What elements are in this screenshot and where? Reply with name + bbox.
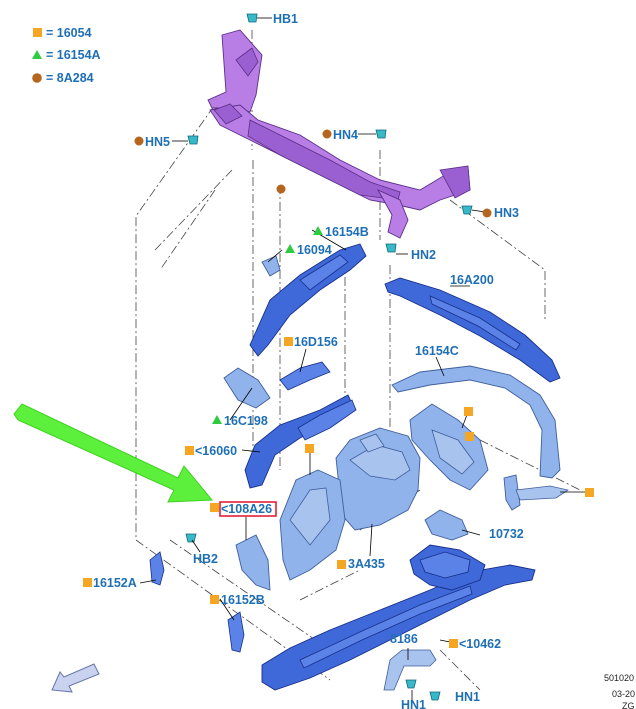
legend-triangle-text: = 16154A — [46, 48, 101, 62]
label-hn5: HN5 — [145, 135, 170, 149]
bracket-16d156 — [279, 361, 331, 391]
triangle-marker-16094 — [285, 244, 295, 253]
frame-rail-lower — [261, 544, 536, 691]
label-8186: 8186 — [390, 632, 418, 646]
label-16152a: 16152A — [93, 576, 137, 590]
bolt-hn2-icon — [385, 243, 397, 253]
square-marker-3a435 — [337, 560, 346, 569]
bracket-16094 — [261, 255, 281, 277]
square-marker-left-apron — [305, 444, 314, 453]
triangle-marker-16c198 — [212, 415, 222, 424]
label-16094: 16094 — [297, 243, 332, 257]
legend-square-text: = 16054 — [46, 26, 92, 40]
drawing-code-line3: ZG — [622, 701, 635, 709]
drawing-code-line1: 501020 — [604, 673, 634, 683]
label-10732: 10732 — [489, 527, 524, 541]
label-16154b: 16154B — [325, 225, 369, 239]
square-marker-108a26 — [210, 503, 219, 512]
square-marker-16152a — [83, 578, 92, 587]
bolt-hb2-icon — [185, 533, 197, 543]
square-marker-16152b — [210, 595, 219, 604]
circle-marker-hn3 — [482, 208, 492, 218]
circle-marker-hn4 — [322, 129, 332, 139]
bracket-16152b — [227, 611, 245, 653]
part-labels: HB1 HN5 HN4 HN3 16154B 16094 HN2 16A200 … — [93, 12, 524, 709]
square-marker-apron-upper — [464, 407, 473, 416]
legend-triangle-marker — [32, 50, 42, 59]
bracket-10732 — [424, 509, 469, 541]
label-hn2: HN2 — [411, 248, 436, 262]
drawing-code-line2: 03-20 — [612, 689, 635, 699]
leader-lines — [139, 17, 586, 706]
rail-16154c — [391, 365, 561, 479]
label-16152b: 16152B — [221, 593, 265, 607]
label-16c198: 16C198 — [224, 414, 268, 428]
square-marker-10462 — [449, 639, 458, 648]
wheelhouse-3a435 — [335, 427, 421, 531]
label-108a26: <108A26 — [221, 502, 272, 516]
bracket-right-lower — [503, 474, 570, 511]
bolt-hn1-left-icon — [405, 679, 417, 689]
label-hn1-right: HN1 — [455, 690, 480, 704]
legend-square-marker — [33, 28, 42, 37]
radiator-support-upper — [207, 29, 471, 239]
label-16060: <16060 — [195, 444, 237, 458]
label-16a200: 16A200 — [450, 273, 494, 287]
label-hn3: HN3 — [494, 206, 519, 220]
bolt-hn3-icon — [461, 205, 473, 215]
apron-right-inner — [409, 403, 489, 491]
square-marker-right — [585, 488, 594, 497]
panel-shotgun-upper — [297, 399, 357, 441]
bolt-hn4-icon — [375, 129, 387, 139]
front-direction-arrow-icon — [51, 663, 100, 693]
square-marker-16d156 — [284, 337, 293, 346]
green-pointer-arrow-icon — [13, 403, 214, 503]
drawing-code: 501020 03-20 ZG — [604, 673, 635, 709]
label-hb2: HB2 — [193, 552, 218, 566]
legend-circle-marker — [32, 73, 42, 83]
bolt-hb1-icon — [246, 13, 258, 23]
legend-circle-text: = 8A284 — [46, 71, 94, 85]
rail-16a200 — [384, 277, 561, 383]
label-16154c: 16154C — [415, 344, 459, 358]
markers — [83, 129, 594, 648]
label-hb1: HB1 — [273, 12, 298, 26]
panel-16154b — [249, 243, 367, 357]
circle-marker-hn5 — [134, 136, 144, 146]
triangle-marker-16154b — [313, 226, 323, 235]
fasteners — [185, 13, 473, 701]
label-hn1-left: HN1 — [401, 698, 426, 709]
bracket-8186 — [383, 649, 437, 691]
label-hn4: HN4 — [333, 128, 358, 142]
bracket-left-upper — [223, 367, 271, 409]
legend: = 16054 = 16154A = 8A284 — [32, 26, 101, 85]
bolt-hn5-icon — [187, 135, 199, 145]
bracket-108a26 — [235, 534, 271, 591]
square-marker-apron-lower — [465, 432, 474, 441]
circle-marker-bracket — [276, 184, 286, 194]
bracket-16152a — [149, 551, 165, 586]
label-16d156: 16D156 — [294, 335, 338, 349]
label-3a435: 3A435 — [348, 557, 385, 571]
bolt-hn1-right-icon — [429, 691, 441, 701]
label-10462: <10462 — [459, 637, 501, 651]
highlight-box-108a26 — [219, 501, 277, 517]
square-marker-16060 — [185, 446, 194, 455]
apron-left-inner — [279, 469, 346, 581]
